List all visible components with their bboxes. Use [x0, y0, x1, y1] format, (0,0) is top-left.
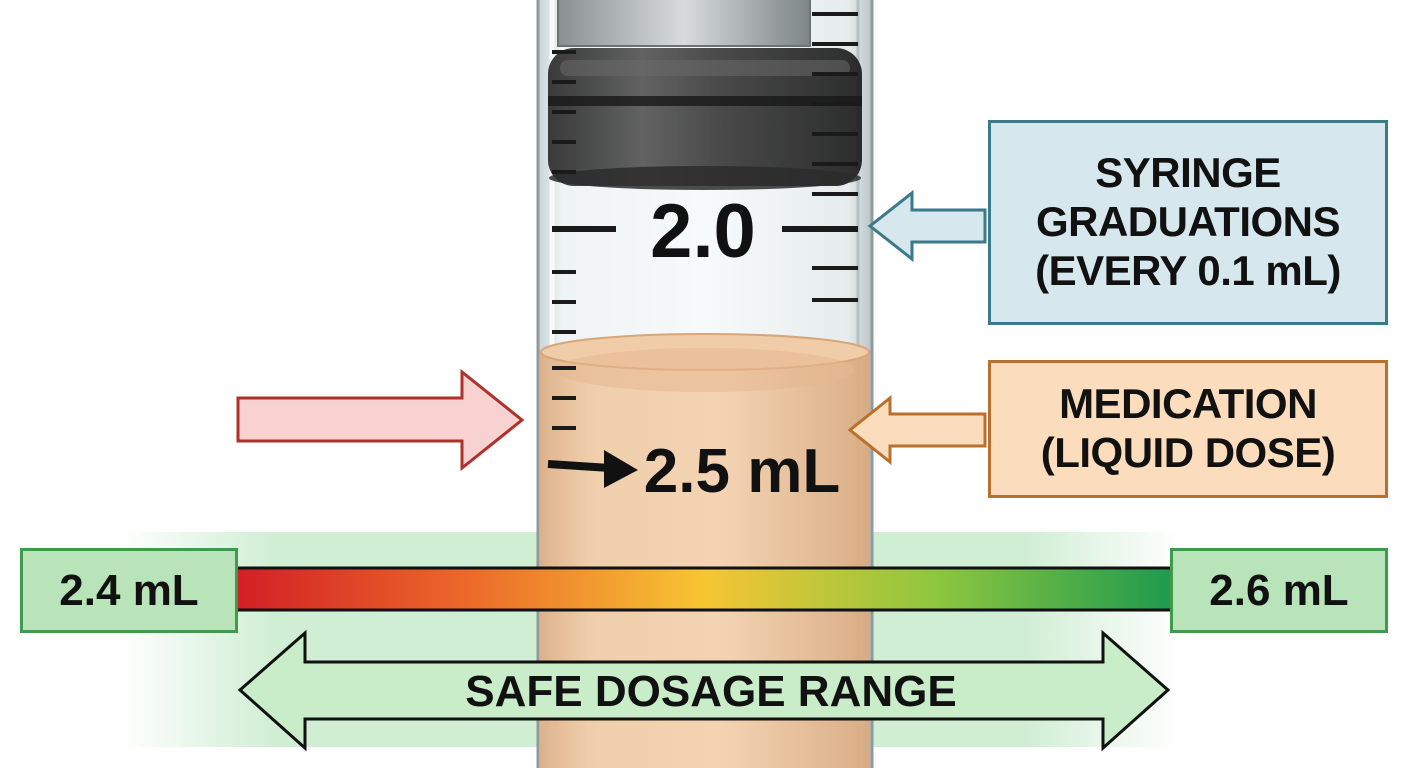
- graduations-callout-line-3: (EVERY 0.1 mL): [1035, 246, 1341, 294]
- graduation-label-2-0: 2.0: [650, 189, 756, 274]
- medication-callout-line-1: MEDICATION: [1059, 380, 1317, 428]
- medication-callout-arrow: [847, 394, 987, 466]
- dosage-range-bar: [234, 566, 1174, 612]
- medication-callout-line-2: (LIQUID DOSE): [1040, 429, 1336, 476]
- dose-indicator-arrow: [236, 368, 525, 472]
- graduations-callout-box: SYRINGE GRADUATIONS (EVERY 0.1 mL): [988, 120, 1388, 325]
- graduations-callout-line-1: SYRINGE: [1095, 149, 1281, 197]
- range-min-label: 2.4 mL: [20, 548, 238, 633]
- syringe-graduation-ticks: [552, 12, 858, 430]
- safe-range-caption: SAFE DOSAGE RANGE: [465, 667, 956, 716]
- range-max-label: 2.6 mL: [1170, 548, 1388, 633]
- plunger-rod: [557, 0, 811, 47]
- medication-callout-box: MEDICATION (LIQUID DOSE): [988, 360, 1388, 498]
- dose-reading-label: 2.5 mL: [644, 437, 840, 506]
- safe-range-double-arrow: [237, 629, 1171, 752]
- graduations-callout-line-2: GRADUATIONS: [1035, 198, 1341, 246]
- graduations-callout-arrow: [867, 189, 987, 263]
- dose-reading-arrow: [547, 450, 638, 488]
- plunger-stopper: [548, 48, 862, 190]
